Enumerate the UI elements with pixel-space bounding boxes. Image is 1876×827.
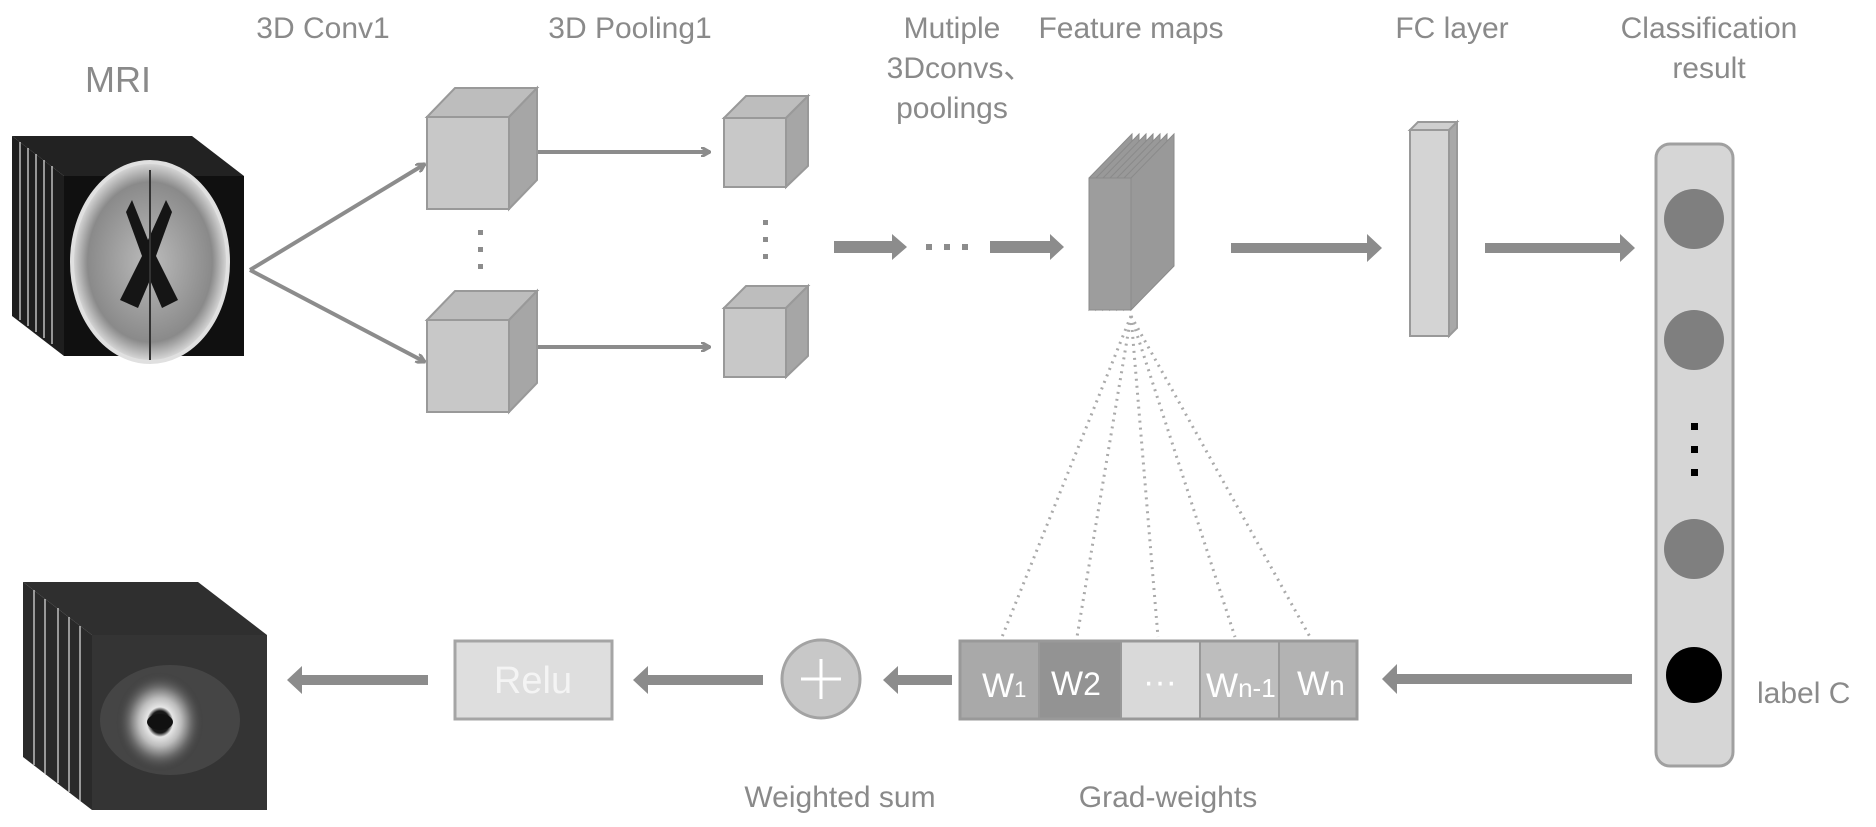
pooling1-label: 3D Pooling1 bbox=[548, 12, 711, 45]
arrow-features-to-fc bbox=[1231, 234, 1382, 262]
heatmap-volume bbox=[23, 582, 267, 810]
weight-label-1: W1 bbox=[982, 667, 1026, 705]
conv-cube-top bbox=[424, 85, 540, 212]
output-neuron-3 bbox=[1664, 519, 1724, 579]
gradient-connections bbox=[1000, 315, 1312, 638]
classification-label-line1: Classification bbox=[1621, 12, 1798, 45]
relu-label: Relu bbox=[494, 660, 572, 702]
weight-label-2: W2 bbox=[1051, 665, 1101, 703]
weighted-sum-label: Weighted sum bbox=[744, 781, 935, 814]
pool-cube-top bbox=[721, 93, 811, 190]
arrow-output-to-weights bbox=[1382, 664, 1632, 694]
conv-ellipsis bbox=[478, 230, 483, 269]
fc-layer bbox=[1407, 119, 1460, 339]
multiple-label-line1: Mutiple bbox=[904, 12, 1001, 45]
arrow-mri-to-conv-bottom bbox=[249, 268, 425, 364]
mri-label: MRI bbox=[85, 59, 151, 100]
label-c-text: label C bbox=[1757, 677, 1850, 710]
output-neuron-1 bbox=[1664, 189, 1724, 249]
weight-cell-n bbox=[1279, 641, 1357, 719]
weight-cell-1 bbox=[960, 641, 1039, 719]
mri-volume bbox=[12, 136, 244, 364]
middle-ellipsis bbox=[926, 244, 968, 250]
output-neuron-2 bbox=[1664, 310, 1724, 370]
arrow-sum-to-relu bbox=[633, 666, 763, 694]
arrow-relu-to-heatmap bbox=[287, 666, 428, 694]
pool-ellipsis bbox=[763, 220, 768, 259]
arrow-ellipsis-to-features bbox=[990, 234, 1064, 260]
conv1-label: 3D Conv1 bbox=[256, 12, 389, 45]
arrow-weights-to-sum bbox=[883, 666, 952, 694]
feature-maps bbox=[1088, 132, 1175, 312]
arrow-fc-to-output bbox=[1485, 234, 1635, 262]
classification-label-line2: result bbox=[1672, 52, 1746, 85]
output-neuron-label-c bbox=[1666, 647, 1722, 703]
weight-label-n: Wn bbox=[1297, 665, 1345, 703]
multiple-label-line2: 3Dconvs、 bbox=[887, 52, 1034, 85]
multiple-label-line3: poolings bbox=[896, 92, 1008, 125]
feature-maps-label: Feature maps bbox=[1038, 12, 1223, 45]
grad-weights-bar: W1 W2 ··· Wn-1 Wn bbox=[958, 639, 1359, 721]
arrow-mri-to-conv-top bbox=[248, 162, 425, 272]
weight-label-n-1: Wn-1 bbox=[1206, 667, 1276, 705]
classification-panel bbox=[1654, 142, 1735, 768]
fc-layer-label: FC layer bbox=[1395, 12, 1508, 45]
grad-weights-label: Grad-weights bbox=[1079, 781, 1257, 814]
weight-cell-n-1 bbox=[1200, 641, 1279, 719]
arrow-pool-to-ellipsis bbox=[834, 234, 907, 260]
weight-cell-2 bbox=[1039, 641, 1121, 719]
pool-cube-bottom bbox=[721, 283, 811, 380]
conv-cube-bottom bbox=[424, 288, 540, 415]
weighted-sum-node bbox=[780, 638, 862, 720]
output-ellipsis bbox=[1691, 423, 1698, 476]
weight-cell-ellipsis bbox=[1121, 641, 1200, 719]
weight-label-ellipsis: ··· bbox=[1143, 663, 1177, 701]
relu-box bbox=[453, 639, 614, 721]
